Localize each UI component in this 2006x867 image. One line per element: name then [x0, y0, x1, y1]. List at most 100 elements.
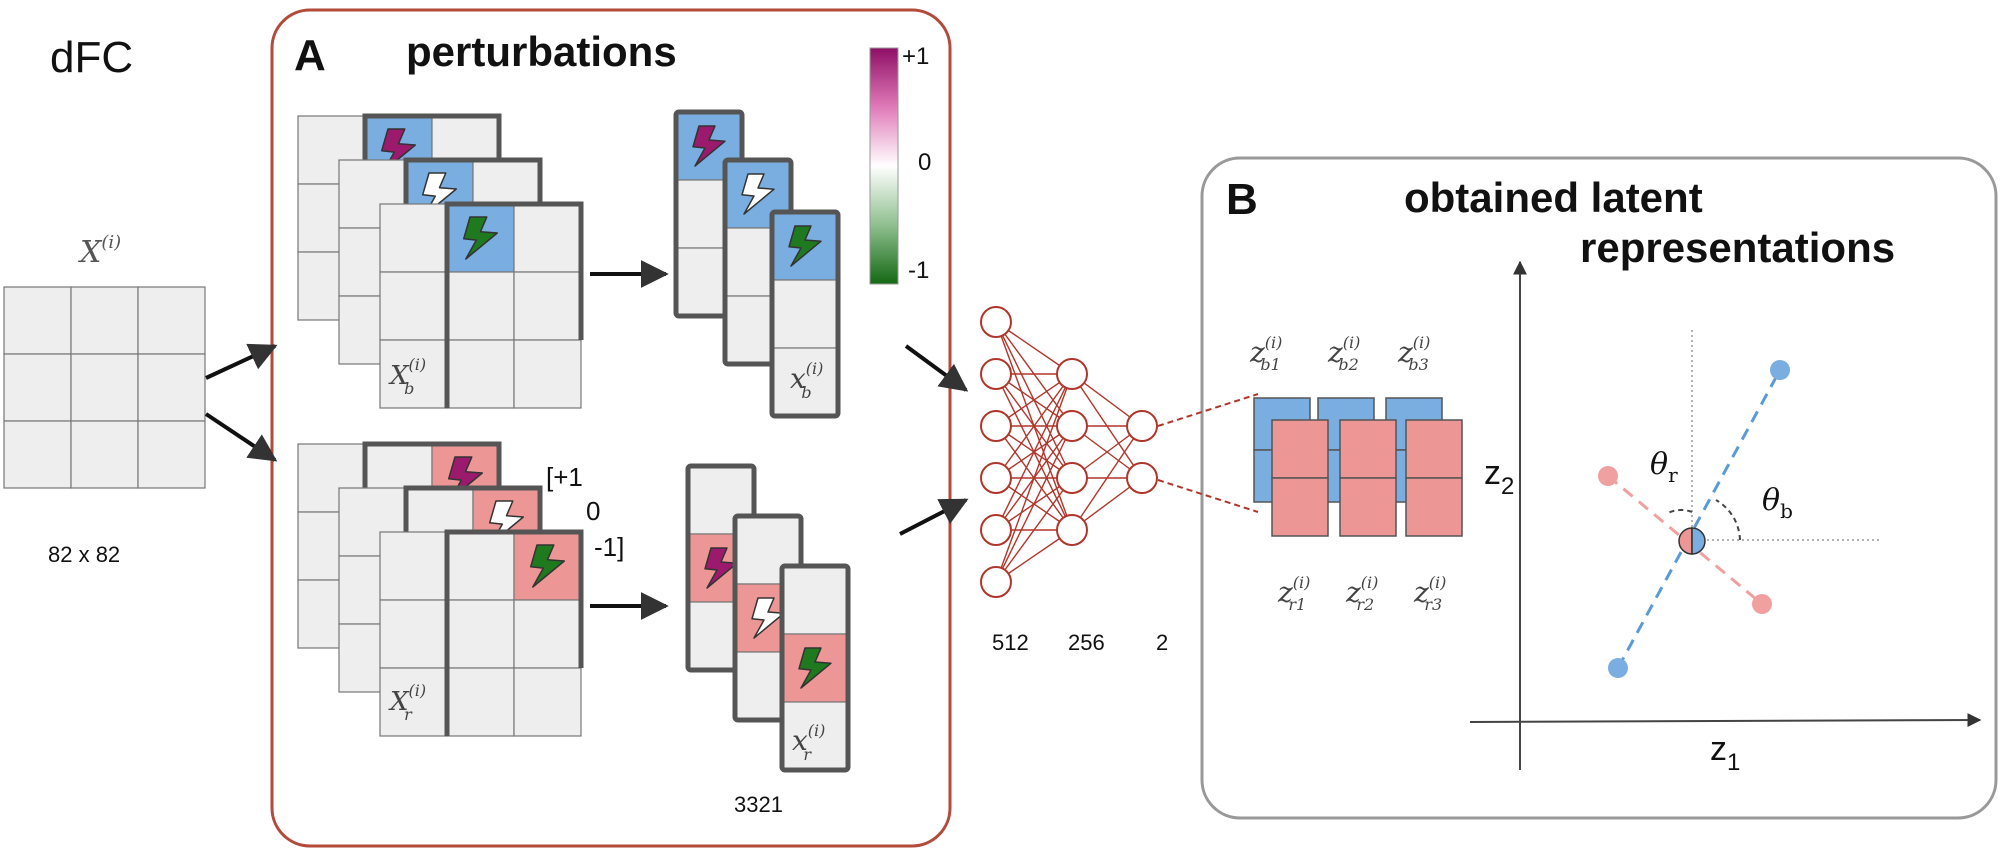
- layer-label-2: 2: [1156, 630, 1168, 655]
- projection-line-top: [1157, 393, 1259, 427]
- matrix-cell: [137, 286, 206, 355]
- latent-block-red: [1271, 419, 1329, 479]
- network-node-layer-1: [980, 514, 1012, 546]
- panel-b-title-line2: representations: [1580, 224, 1895, 271]
- latent-block-red: [1405, 419, 1463, 479]
- network-node-layer-3: [1126, 462, 1158, 494]
- stack-highlight-border: [444, 529, 584, 736]
- blue-point-bottom: [1608, 658, 1628, 678]
- colorbar-mid-label: 0: [918, 149, 931, 176]
- arrow-red-to-network: [899, 498, 969, 536]
- angle-arc-r: [1665, 509, 1693, 515]
- network-node-layer-2: [1056, 514, 1088, 546]
- blue-point-top: [1770, 360, 1790, 380]
- matrix-cell: [379, 203, 448, 273]
- red-vector-stack: [685, 463, 851, 773]
- center-point-red-half: [1678, 527, 1693, 555]
- panel-b-border: [1200, 156, 1998, 820]
- colorbar-min-label: -1: [908, 257, 929, 284]
- network-node-layer-1: [980, 358, 1012, 390]
- matrix-cell: [513, 339, 582, 409]
- panel-a-title: perturbations: [406, 28, 677, 75]
- vector-label-xr: x(i)r: [792, 721, 825, 764]
- vector-cell: [781, 565, 849, 635]
- matrix-cell: [513, 667, 582, 737]
- network-node-layer-2: [1056, 410, 1088, 442]
- red-point-left: [1598, 466, 1618, 486]
- matrix-cell: [3, 420, 72, 489]
- dfc-title: dFC: [50, 33, 133, 82]
- projection-line-bottom: [1157, 479, 1259, 513]
- latent-label-zb1: z(i)b1: [1249, 333, 1282, 374]
- latent-label-zr3: z(i)r3: [1413, 573, 1446, 614]
- lightning-icon: [798, 647, 832, 689]
- matrix-cell: [513, 203, 582, 273]
- matrix-cell: [379, 599, 448, 669]
- latent-block-red: [1271, 477, 1329, 537]
- lightning-icon: [462, 216, 499, 260]
- vector-cell: [771, 279, 839, 349]
- vector-border: [769, 209, 841, 419]
- panel-b-title-line1: obtained latent: [1404, 174, 1703, 221]
- vector-label-xb: x(i)b: [790, 359, 823, 402]
- colorbar-max-label: +1: [902, 43, 929, 70]
- matrix-cell: [70, 286, 139, 355]
- vector-border: [779, 563, 851, 773]
- matrix-cell: [3, 353, 72, 422]
- vector-layer-3: [779, 563, 851, 773]
- network-edge: [995, 425, 1073, 583]
- latent-label-zb3: z(i)b3: [1397, 333, 1430, 374]
- lightning-icon: [704, 547, 738, 589]
- lightning-icon: [529, 544, 566, 588]
- latent-block-red: [1339, 419, 1397, 479]
- matrix-cell: [379, 271, 448, 341]
- matrix-label-xr: X(i)r: [388, 681, 426, 724]
- network-node-layer-3: [1126, 410, 1158, 442]
- layer-label-512: 512: [992, 630, 1029, 655]
- theta-b-label: θb: [1762, 483, 1793, 523]
- matrix-cell: [513, 271, 582, 341]
- angle-arc-b: [1715, 499, 1741, 541]
- perturb-values-line3: -1]: [594, 532, 624, 562]
- matrix-cell: [3, 286, 72, 355]
- matrix-cell: [446, 531, 515, 601]
- arrow-blue-to-network: [904, 344, 969, 392]
- matrix-cell: [379, 339, 448, 409]
- network-node-layer-2: [1056, 358, 1088, 390]
- network-node-layer-1: [980, 462, 1012, 494]
- latent-label-zr1: z(i)r1: [1277, 573, 1310, 614]
- matrix-cell: [379, 667, 448, 737]
- network-edge: [995, 373, 1073, 479]
- matrix-cell: [446, 339, 515, 409]
- latent-block-red: [1339, 477, 1397, 537]
- blue-perturbation-stack: [297, 113, 584, 409]
- latent-block-red: [1405, 477, 1463, 537]
- lightning-icon: [692, 125, 726, 167]
- vector-length-label: 3321: [734, 792, 783, 817]
- matrix-cell: [70, 353, 139, 422]
- network-node-layer-1: [980, 566, 1012, 598]
- input-matrix: [3, 286, 206, 489]
- center-point-blue-half: [1691, 527, 1706, 555]
- theta-r-label: θr: [1650, 447, 1678, 487]
- colorbar: [869, 47, 899, 285]
- axis-z2-label: z2: [1484, 454, 1514, 500]
- lightning-icon: [788, 225, 822, 267]
- matrix-cell: [513, 599, 582, 669]
- panel-b-letter: B: [1226, 175, 1258, 224]
- stack-highlight-border: [444, 201, 584, 408]
- latent-label-zb2: z(i)b2: [1327, 333, 1360, 374]
- network-node-layer-2: [1056, 462, 1088, 494]
- input-matrix-label: X(i): [78, 232, 121, 270]
- network-node-layer-1: [980, 410, 1012, 442]
- lightning-icon: [741, 173, 775, 215]
- red-perturbation-stack: [297, 441, 584, 737]
- matrix-label-xb: X(i)b: [388, 355, 426, 398]
- lightning-icon: [751, 597, 785, 639]
- matrix-cell: [446, 271, 515, 341]
- blue-vector-stack: [673, 109, 841, 419]
- axis-z1: [1469, 713, 1982, 728]
- blue-latent-line: [1616, 369, 1782, 669]
